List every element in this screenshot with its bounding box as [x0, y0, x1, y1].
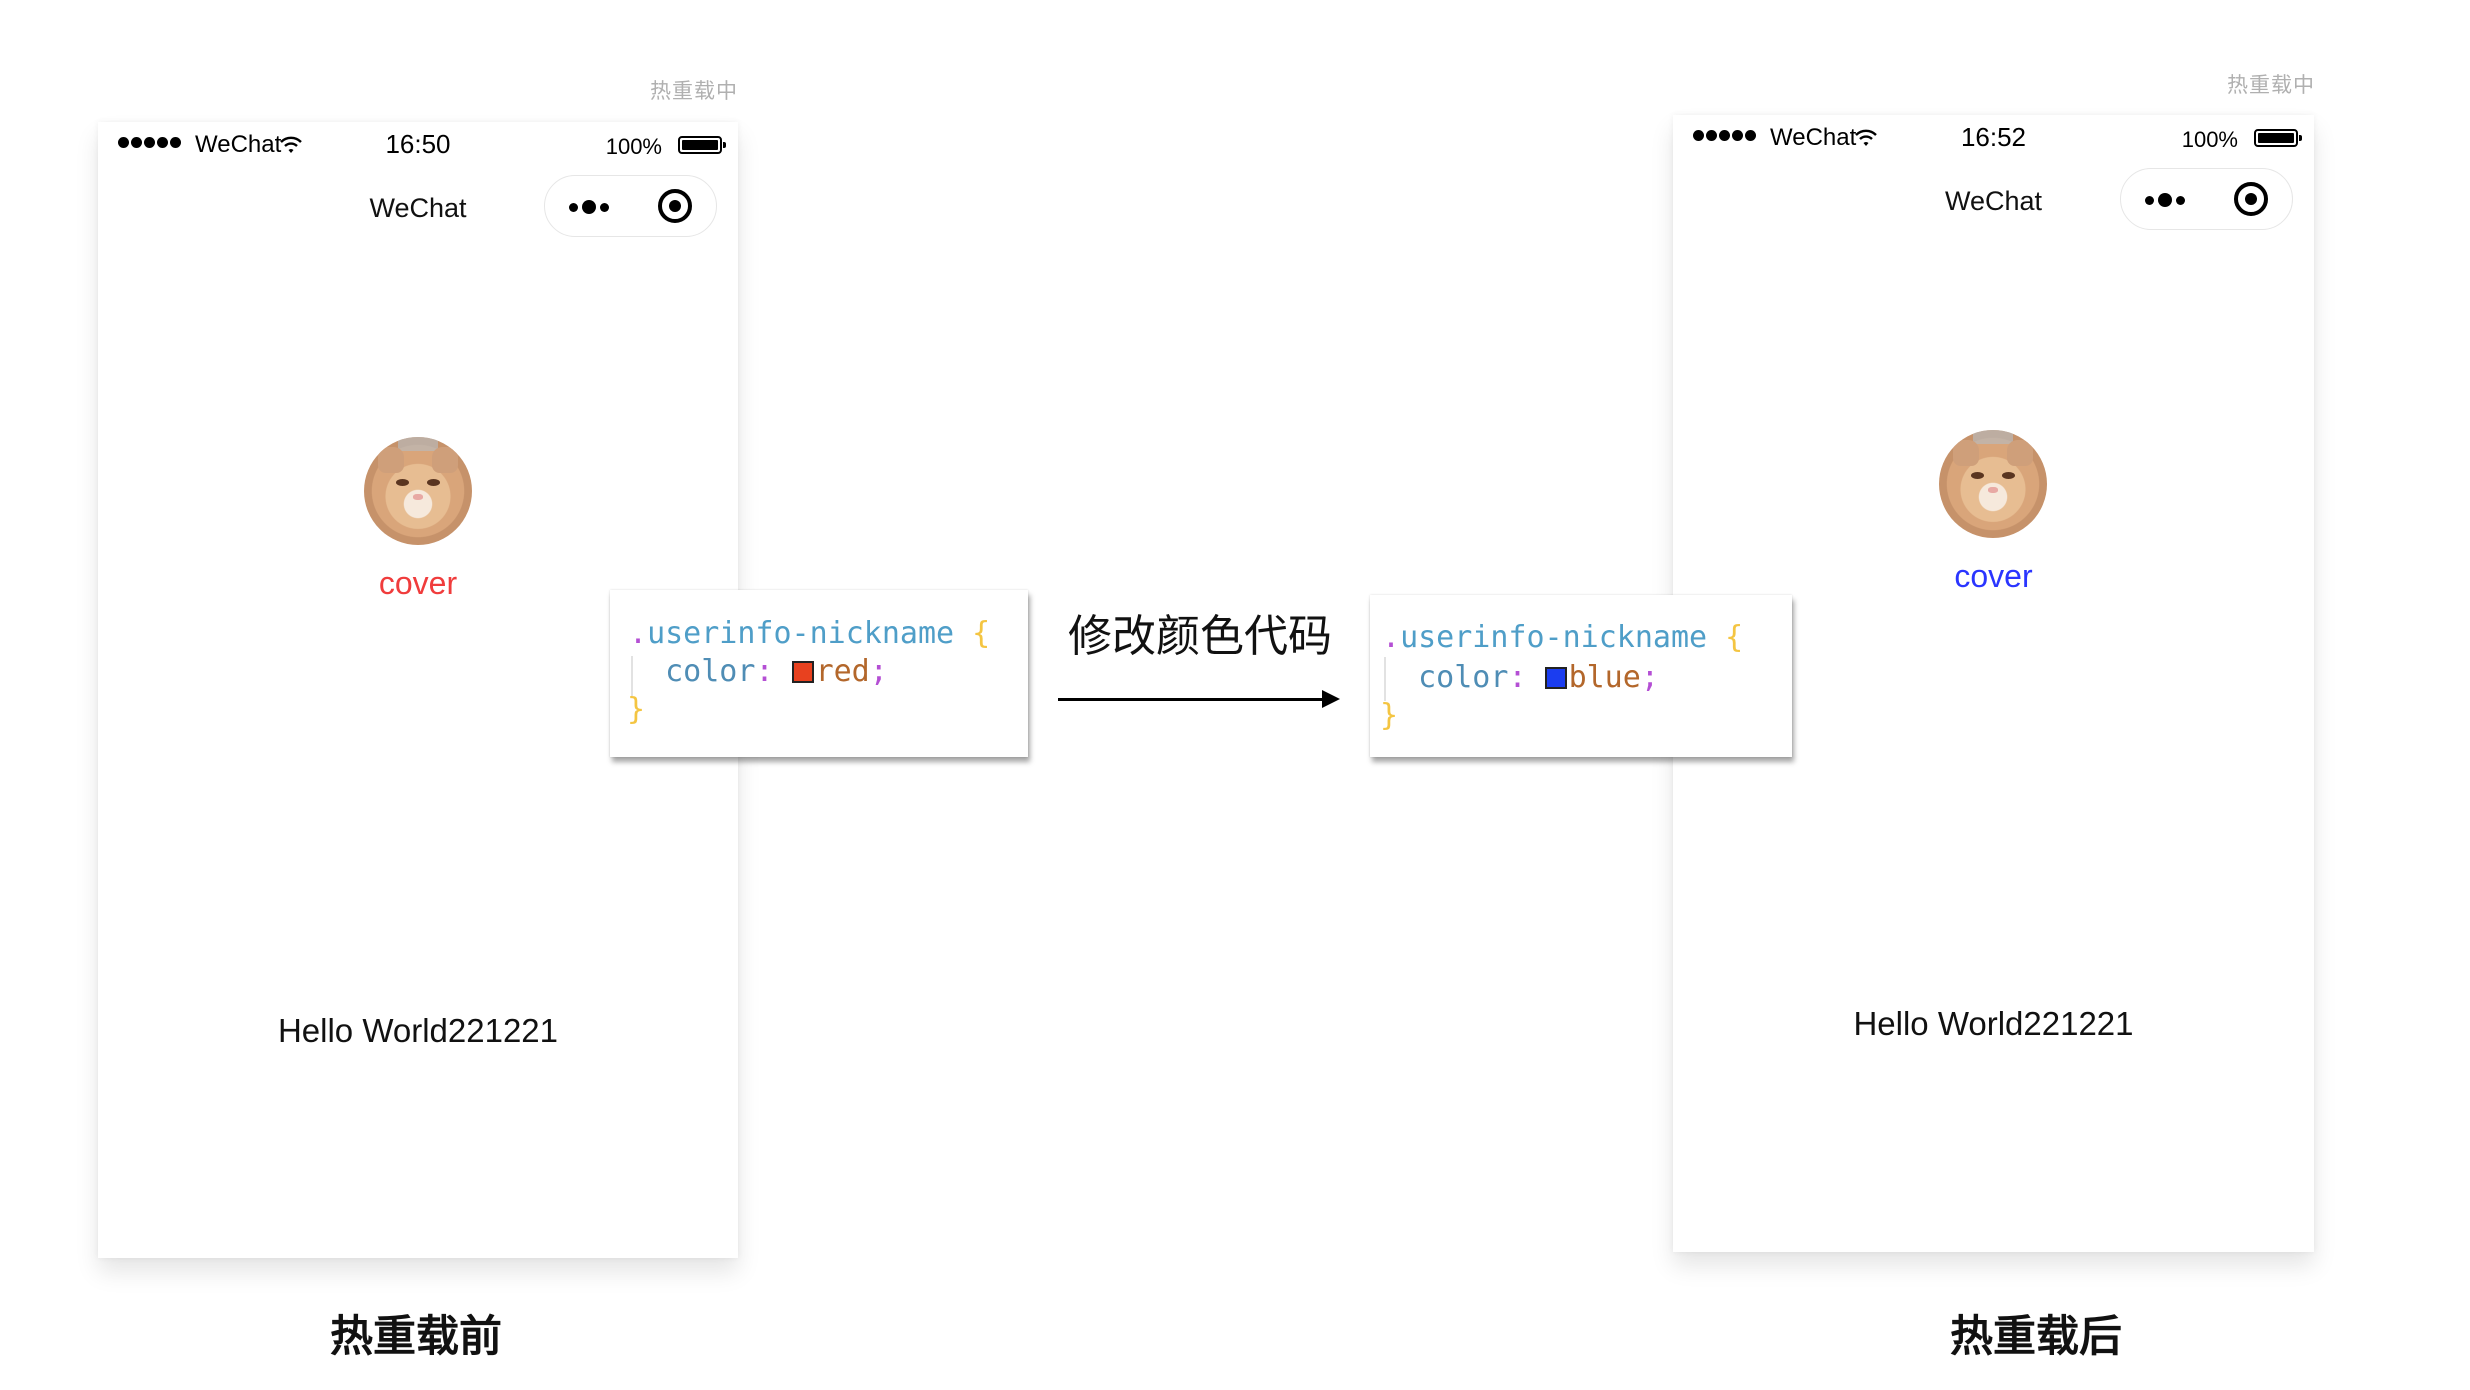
wifi-icon — [280, 136, 302, 153]
code-line-property: color: red; — [665, 654, 888, 689]
menu-capsule — [544, 175, 717, 237]
avatar — [1939, 430, 2047, 538]
right-arrow-icon — [1058, 690, 1340, 708]
indent-guide — [631, 656, 633, 696]
user-nickname: cover — [378, 565, 458, 601]
more-dots-icon[interactable] — [569, 200, 609, 214]
close-target-icon[interactable] — [658, 189, 692, 223]
menu-capsule — [2120, 168, 2293, 230]
reload-status-label: 热重载中 — [650, 79, 738, 103]
color-swatch-red — [791, 661, 814, 683]
battery-percentage: 100% — [2181, 127, 2238, 152]
code-line-selector: .userinfo-nickname { — [1382, 620, 1744, 655]
carrier-name: WeChat — [1770, 124, 1857, 151]
code-line-close: } — [1380, 698, 1399, 733]
hello-text: Hello World221221 — [1853, 1005, 2134, 1042]
code-line-property: color: blue; — [1418, 660, 1659, 695]
more-dots-icon[interactable] — [2145, 193, 2185, 207]
nav-title: WeChat — [369, 193, 467, 223]
code-snippet-after: .userinfo-nickname { color: blue; } — [1370, 595, 1792, 757]
reload-status-label: 热重载中 — [2227, 73, 2315, 97]
wifi-icon — [1855, 129, 1877, 146]
hello-text: Hello World221221 — [277, 1012, 559, 1049]
battery-icon — [2254, 129, 2302, 147]
carrier-name: WeChat — [195, 131, 282, 158]
avatar — [364, 437, 472, 545]
status-time: 16:50 — [385, 129, 451, 159]
close-target-icon[interactable] — [2234, 182, 2268, 216]
status-time: 16:52 — [1960, 122, 2027, 152]
code-line-selector: .userinfo-nickname { — [629, 616, 991, 651]
code-line-close: } — [627, 692, 646, 727]
status-bar: WeChat 16:50 100% — [98, 122, 738, 168]
nav-title: WeChat — [1944, 186, 2043, 216]
indent-guide — [1384, 657, 1386, 701]
color-swatch-blue — [1544, 667, 1567, 689]
battery-percentage: 100% — [605, 134, 662, 159]
battery-icon — [678, 136, 726, 154]
caption-before: 热重载前 — [330, 1312, 502, 1362]
user-nickname: cover — [1954, 558, 2033, 594]
code-snippet-before: .userinfo-nickname { color: red; } — [610, 590, 1028, 757]
caption-after: 热重载后 — [1950, 1312, 2122, 1362]
status-bar: WeChat 16:52 100% — [1673, 115, 2314, 161]
signal-strength-icon — [118, 137, 181, 148]
transition-label: 修改颜色代码 — [1068, 611, 1332, 662]
signal-strength-icon — [1693, 130, 1756, 141]
